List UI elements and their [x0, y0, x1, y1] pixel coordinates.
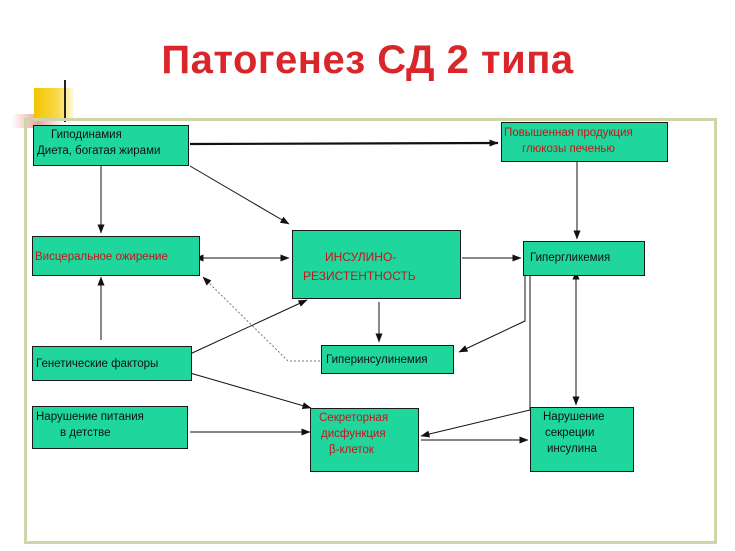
box-secretory-line-3: β-клеток [329, 444, 374, 456]
box-glucose-line-2: глюкозы печенью [522, 143, 616, 155]
box-hyperinsulinemia: Гиперинсулинемия [321, 345, 454, 374]
arrow-lifestyle-to-insulin-resistance [189, 165, 290, 225]
box-secretory-line-2: дисфункция [321, 428, 386, 440]
box-insulin-resistance: ИНСУЛИНО- РЕЗИСТЕНТНОСТЬ [292, 230, 461, 299]
box-insulin-resistance-line-1: ИНСУЛИНО- [325, 250, 397, 264]
decorative-vertical-line [64, 80, 66, 122]
box-genetic-factors: Генетические факторы [32, 346, 192, 381]
box-lifestyle: Гиподинамия Диета, богатая жирами [33, 125, 189, 166]
box-glucose-line-1: Повышенная продукция [504, 127, 633, 139]
decorative-yellow-square [34, 88, 74, 120]
box-nutrition-line-2: в детстве [60, 427, 111, 439]
box-impaired-secretion: Нарушение секреции инсулина [530, 407, 634, 472]
arrow-genetic-to-insulin-resistance [189, 299, 308, 355]
box-visceral-line-1: Висцеральное ожирение [35, 251, 168, 263]
box-lifestyle-line-1: Гиподинамия [51, 129, 122, 141]
box-secretion-line-2: секреции [545, 427, 595, 439]
box-hyperglycemia-line-1: Гипергликемия [530, 252, 611, 264]
arrow-hyperglycemia-to-hyperinsulinemia [458, 276, 526, 353]
box-hyperglycemia: Гипергликемия [523, 241, 645, 276]
box-nutrition-line-1: Нарушение питания [36, 411, 144, 423]
diagram-frame [24, 118, 717, 544]
box-childhood-nutrition: Нарушение питания в детстве [32, 406, 188, 449]
arrow-hyperinsulinemia-to-visceral [202, 276, 320, 362]
arrow-genetic-to-secretory [189, 372, 312, 410]
box-lifestyle-line-2: Диета, богатая жирами [37, 145, 161, 157]
box-hyperinsulinemia-line-1: Гиперинсулинемия [326, 354, 428, 366]
box-insulin-resistance-line-2: РЕЗИСТЕНТНОСТЬ [303, 269, 416, 283]
box-genetic-line-1: Генетические факторы [36, 358, 159, 370]
slide-title: Патогенез СД 2 типа [161, 38, 574, 82]
box-glucose-production: Повышенная продукция глюкозы печенью [501, 122, 668, 162]
box-visceral-obesity: Висцеральное ожирение [32, 236, 200, 276]
arrow-lifestyle-to-glucose [189, 139, 499, 147]
box-secretory-line-1: Секреторная [319, 412, 389, 424]
box-secretory-dysfunction: Секреторная дисфункция β-клеток [310, 408, 419, 472]
box-secretion-line-3: инсулина [547, 443, 597, 455]
box-secretion-line-1: Нарушение [543, 411, 605, 423]
